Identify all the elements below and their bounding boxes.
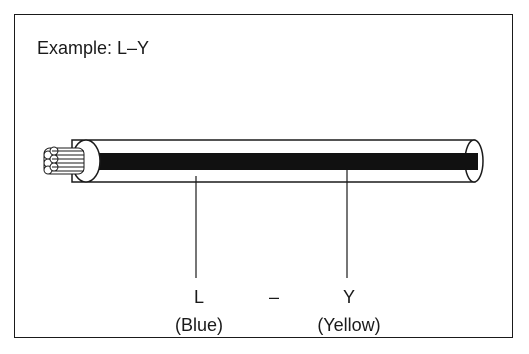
code-separator: – [268, 287, 280, 307]
left-wire-color-name: (Blue) [174, 315, 224, 335]
example-title: Example: L–Y [37, 38, 150, 58]
conductor-strands [43, 146, 85, 175]
right-wire-code: Y [342, 287, 356, 307]
right-wire-color-name: (Yellow) [317, 315, 381, 335]
left-wire-code: L [193, 287, 205, 307]
wire-stripe [90, 153, 478, 170]
